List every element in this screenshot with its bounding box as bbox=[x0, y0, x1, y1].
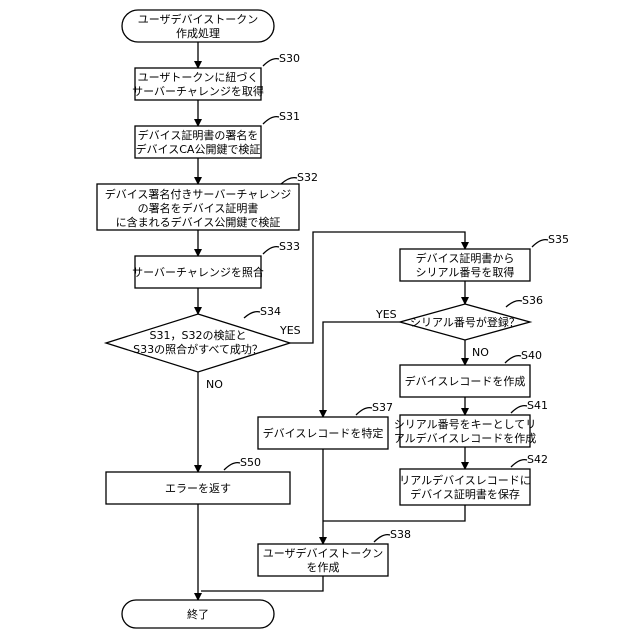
start-line-1: ユーザデバイストークン bbox=[138, 12, 258, 26]
s42-label: S42 bbox=[527, 453, 548, 466]
s37-line-1: デバイスレコードを特定 bbox=[263, 426, 384, 440]
step-s35: デバイス証明書から シリアル番号を取得 S35 bbox=[400, 233, 569, 281]
step-s37: デバイスレコードを特定 S37 bbox=[258, 401, 393, 449]
s35-label: S35 bbox=[548, 233, 569, 246]
s33-label: S33 bbox=[279, 240, 300, 253]
start-line-2: 作成処理 bbox=[176, 27, 220, 40]
s41-line-2: アルデバイスレコードを作成 bbox=[394, 431, 537, 445]
s34-no-label: NO bbox=[206, 378, 223, 391]
s36-label: S36 bbox=[522, 294, 543, 307]
step-s40: デバイスレコードを作成 S40 bbox=[400, 349, 542, 397]
decision-s36: シリアル番号が登録？ S36 YES NO bbox=[375, 294, 543, 359]
s34-yes-label: YES bbox=[279, 324, 301, 337]
s38-label: S38 bbox=[390, 528, 411, 541]
s30-label: S30 bbox=[279, 52, 300, 65]
s50-line-1: エラーを返す bbox=[165, 482, 231, 495]
s38-line-1: ユーザデバイストークン bbox=[263, 546, 383, 560]
end-terminator: 終了 bbox=[122, 600, 274, 628]
end-line-1: 終了 bbox=[187, 607, 209, 621]
s36-no-label: NO bbox=[472, 346, 489, 359]
s34-line-2: S33の照合がすべて成功？ bbox=[133, 342, 263, 356]
s31-label: S31 bbox=[279, 110, 300, 123]
step-s38: ユーザデバイストークン を作成 S38 bbox=[258, 528, 411, 576]
s34-label: S34 bbox=[260, 305, 281, 318]
s37-label: S37 bbox=[372, 401, 393, 414]
s30-line-2: サーバーチャレンジを取得 bbox=[132, 85, 264, 98]
s30-line-1: ユーザトークンに紐づく bbox=[138, 71, 259, 84]
s32-line-3: に含まれるデバイス公開鍵で検証 bbox=[116, 215, 281, 229]
s41-line-1: シリアル番号をキーとしてリ bbox=[394, 418, 537, 431]
s32-line-2: の署名をデバイス証明書 bbox=[138, 201, 259, 215]
s32-label: S32 bbox=[297, 171, 318, 184]
start-terminator: ユーザデバイストークン 作成処理 bbox=[122, 10, 274, 42]
s36-yes-label: YES bbox=[375, 308, 397, 321]
s40-label: S40 bbox=[521, 349, 542, 362]
s31-line-1: デバイス証明書の署名を bbox=[138, 128, 259, 142]
s31-line-2: デバイスCA公開鍵で検証 bbox=[136, 142, 261, 156]
step-s32: デバイス署名付きサーバーチャレンジ の署名をデバイス証明書 に含まれるデバイス公… bbox=[97, 171, 318, 230]
s41-label: S41 bbox=[527, 399, 548, 412]
step-s30: ユーザトークンに紐づく サーバーチャレンジを取得 S30 bbox=[132, 52, 300, 100]
s38-line-2: を作成 bbox=[307, 561, 340, 574]
s35-line-1: デバイス証明書から bbox=[416, 251, 515, 265]
s34-line-1: S31，S32の検証と bbox=[150, 328, 247, 342]
s35-line-2: シリアル番号を取得 bbox=[416, 266, 515, 279]
s36-line-1: シリアル番号が登録？ bbox=[410, 315, 520, 329]
s32-line-1: デバイス署名付きサーバーチャレンジ bbox=[105, 187, 291, 201]
decision-s34: S31，S32の検証と S33の照合がすべて成功？ S34 YES NO bbox=[106, 305, 301, 391]
s50-label: S50 bbox=[240, 456, 261, 469]
step-s42: リアルデバイスレコードに デバイス証明書を保存 S42 bbox=[399, 453, 548, 505]
step-s31: デバイス証明書の署名を デバイスCA公開鍵で検証 S31 bbox=[135, 110, 300, 158]
s40-line-1: デバイスレコードを作成 bbox=[405, 374, 526, 388]
s42-line-2: デバイス証明書を保存 bbox=[410, 487, 520, 501]
step-s33: サーバーチャレンジを照合 S33 bbox=[132, 240, 300, 288]
step-s41: シリアル番号をキーとしてリ アルデバイスレコードを作成 S41 bbox=[394, 399, 548, 447]
s33-line-1: サーバーチャレンジを照合 bbox=[132, 265, 264, 279]
s42-line-1: リアルデバイスレコードに bbox=[399, 473, 531, 487]
